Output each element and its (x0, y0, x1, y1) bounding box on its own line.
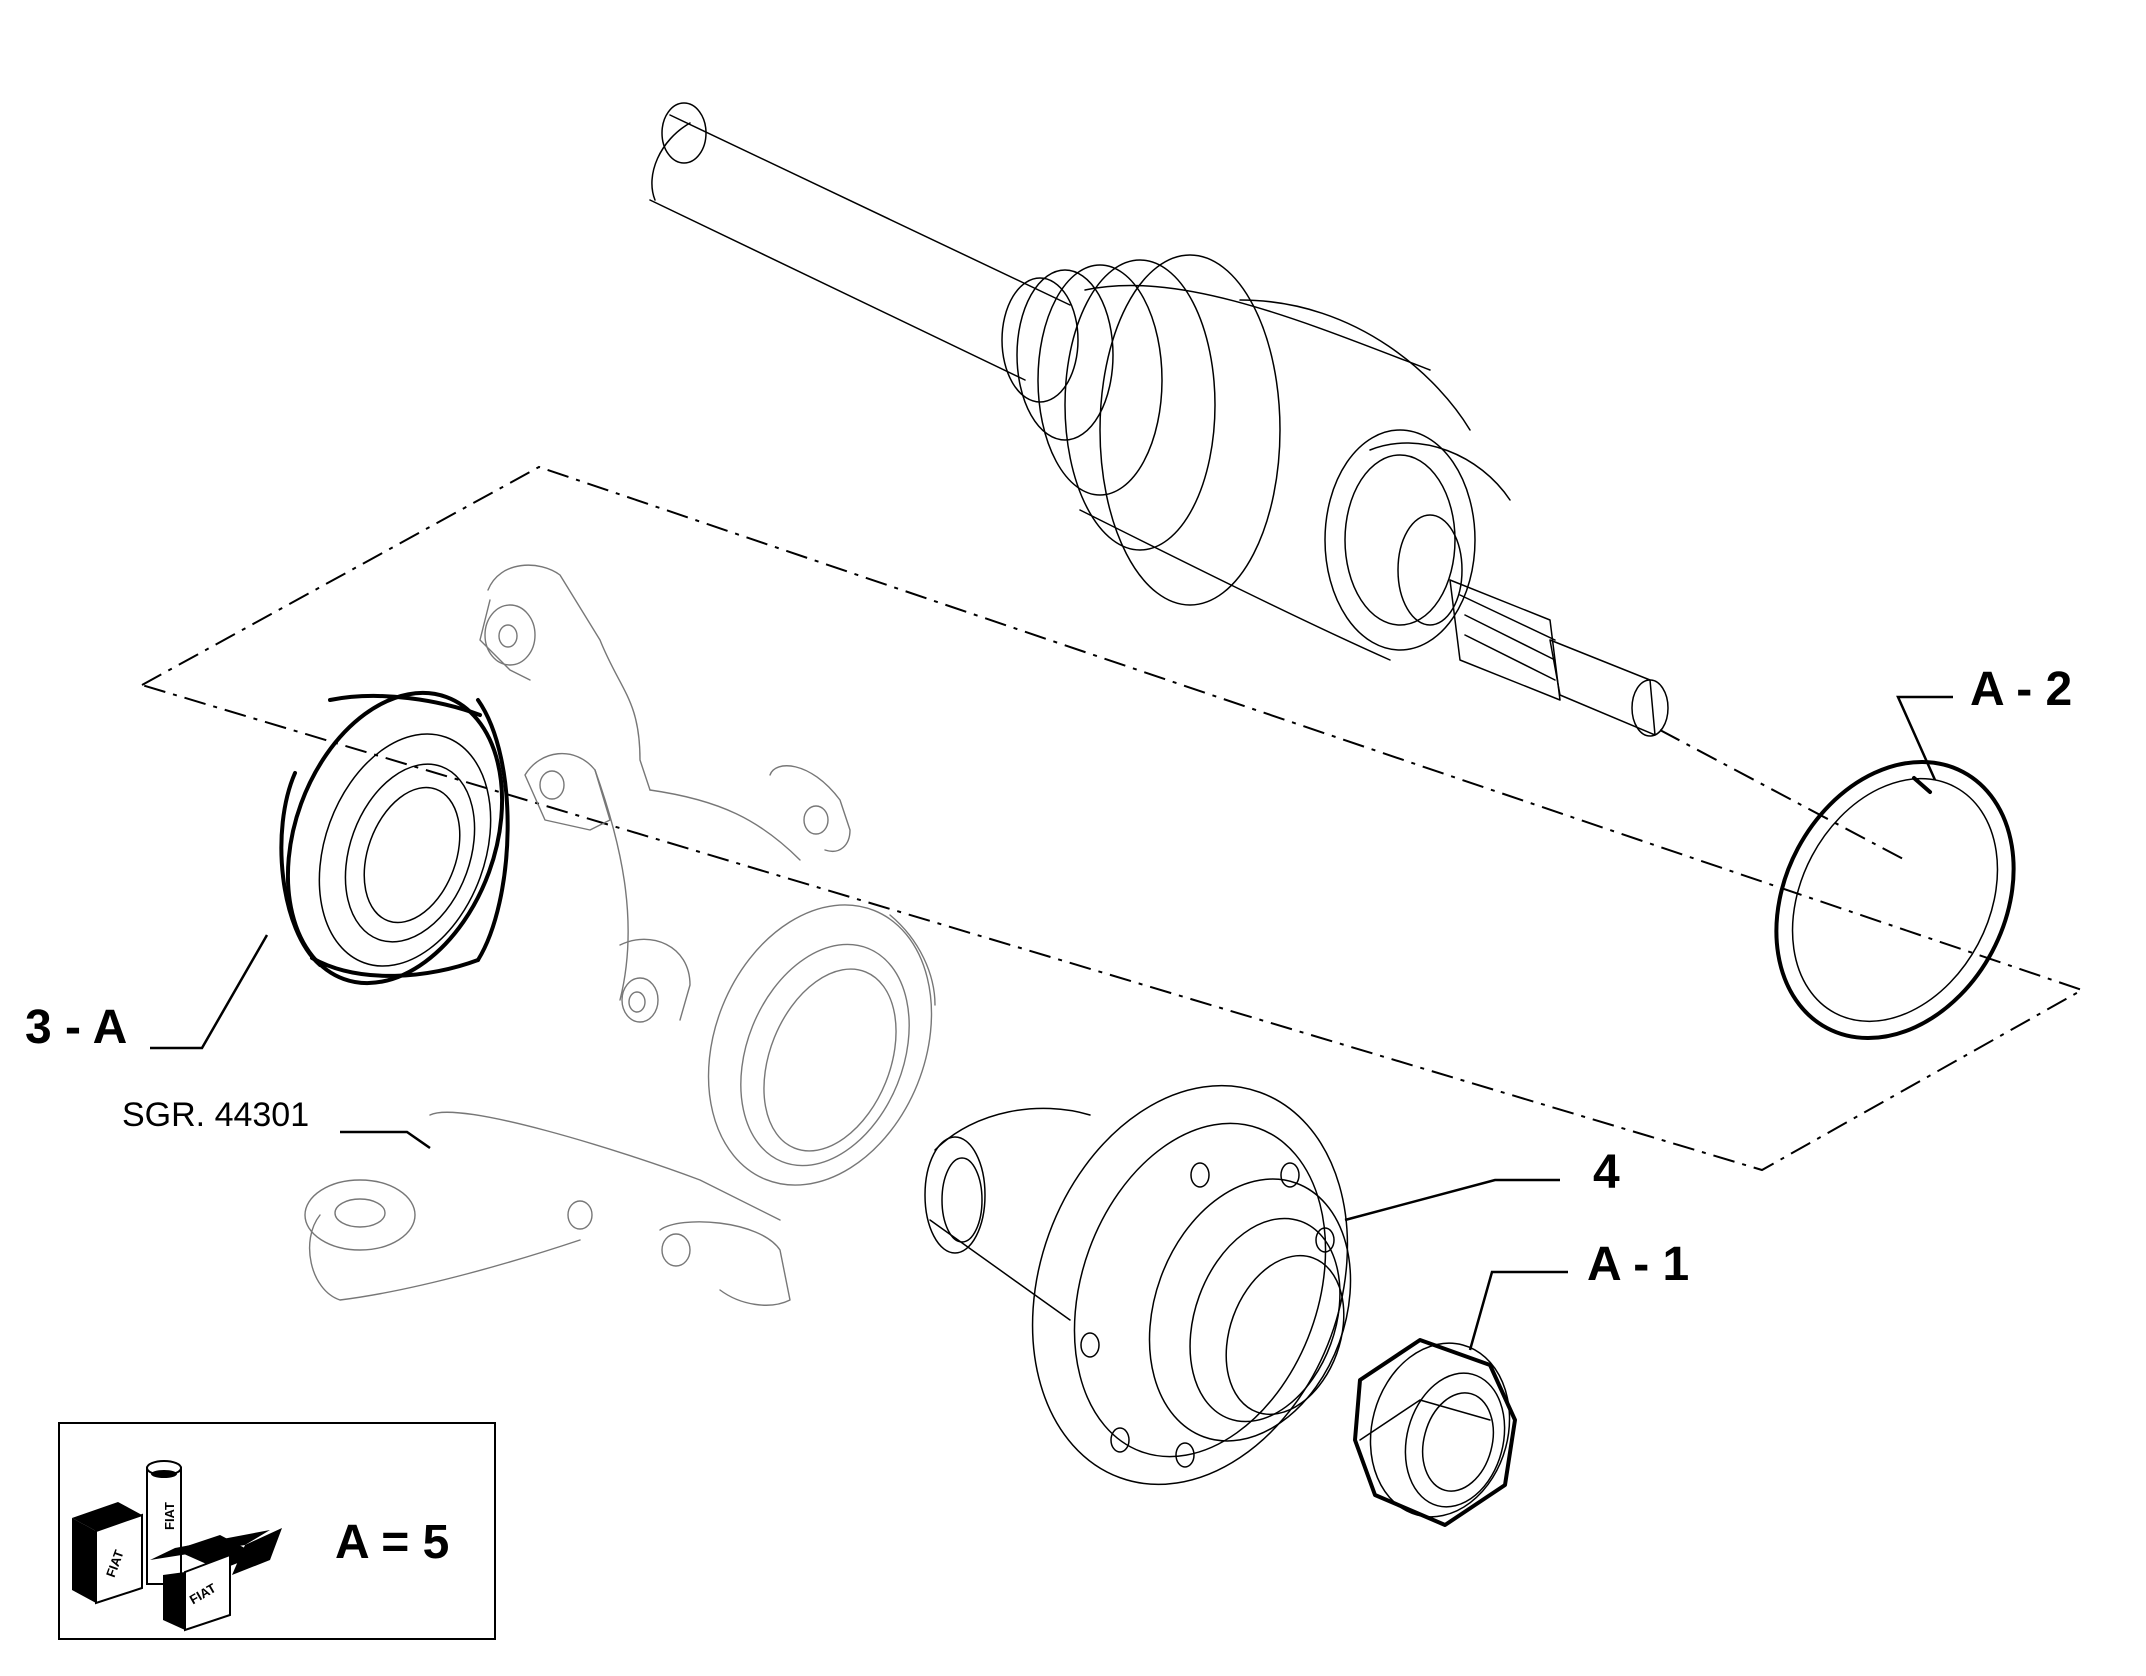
leader-part4 (1344, 1178, 1560, 1222)
assembly-outline (139, 465, 2085, 1172)
callout-a3: 3 - A (25, 1001, 127, 1054)
callout-sgr: SGR. 44301 (122, 1096, 309, 1134)
leader-sgr (340, 1130, 431, 1150)
steering-knuckle (304, 564, 936, 1306)
legend-equation: A = 5 (335, 1516, 449, 1569)
callout-a2: A - 2 (1970, 663, 2072, 716)
wheel-bearing (279, 690, 510, 986)
wheel-hub (924, 1084, 1352, 1486)
fiat-kit-icon: FIAT FIAT FIAT (72, 1460, 282, 1632)
legend-box: FIAT FIAT FIAT A = 5 (58, 1422, 496, 1640)
shaft-axis-line (1659, 729, 1906, 861)
drive-shaft (649, 102, 1669, 737)
leader-a3 (150, 934, 269, 1050)
fiat-logo-text-2: FIAT (162, 1502, 177, 1530)
callout-a1: A - 1 (1587, 1238, 1689, 1291)
leader-a2 (1896, 695, 1953, 781)
hub-nut (1353, 1338, 1517, 1527)
snap-ring (1774, 759, 2016, 1041)
callout-part4: 4 (1593, 1146, 1620, 1199)
leader-a1 (1468, 1270, 1568, 1351)
